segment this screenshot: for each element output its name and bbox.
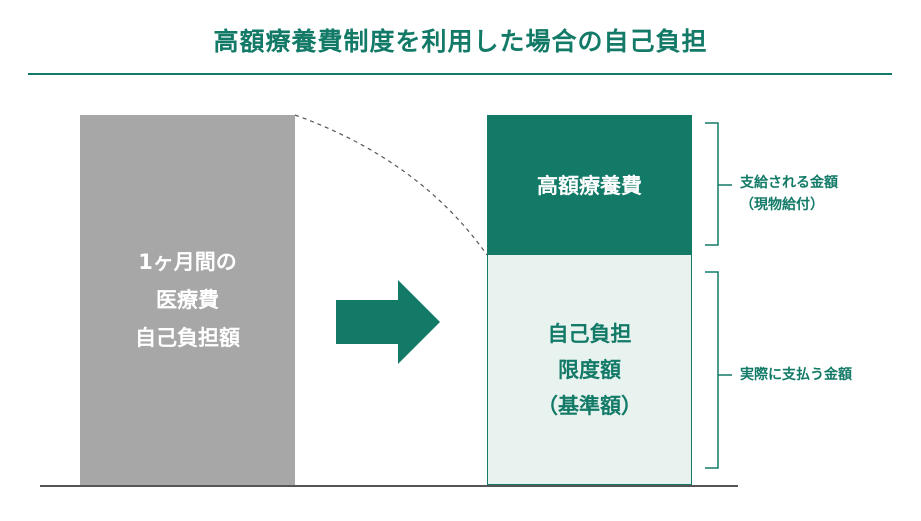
benefit-annotation-line-2: （現物給付） [740, 197, 824, 213]
dashed-connector [294, 114, 488, 256]
high-cost-benefit-block: 高額療養費 [487, 115, 692, 255]
baseline [40, 485, 738, 487]
page-title: 高額療養費制度を利用した場合の自己負担 [213, 27, 708, 56]
benefit-annotation: 支給される金額 （現物給付） [740, 172, 838, 216]
total-cost-line-2: 医療費 [156, 288, 219, 312]
right-arrow-icon [336, 280, 440, 364]
copay-limit-block: 自己負担 限度額 （基準額） [487, 255, 692, 485]
title-underline [28, 73, 892, 75]
copay-limit-line-3: （基準額） [537, 393, 642, 418]
payment-annotation: 実際に支払う金額 [740, 367, 852, 383]
high-cost-benefit-label: 高額療養費 [537, 174, 642, 198]
benefit-annotation-line-1: 支給される金額 [740, 175, 838, 191]
top-bracket [705, 122, 732, 246]
copay-limit-line-2: 限度額 [558, 357, 621, 382]
copay-limit-line-1: 自己負担 [547, 321, 632, 346]
bottom-bracket [705, 271, 732, 469]
total-cost-line-3: 自己負担額 [135, 326, 240, 350]
total-cost-line-1: 1ヶ月間の [138, 250, 237, 274]
total-cost-block: 1ヶ月間の 医療費 自己負担額 [80, 115, 295, 485]
